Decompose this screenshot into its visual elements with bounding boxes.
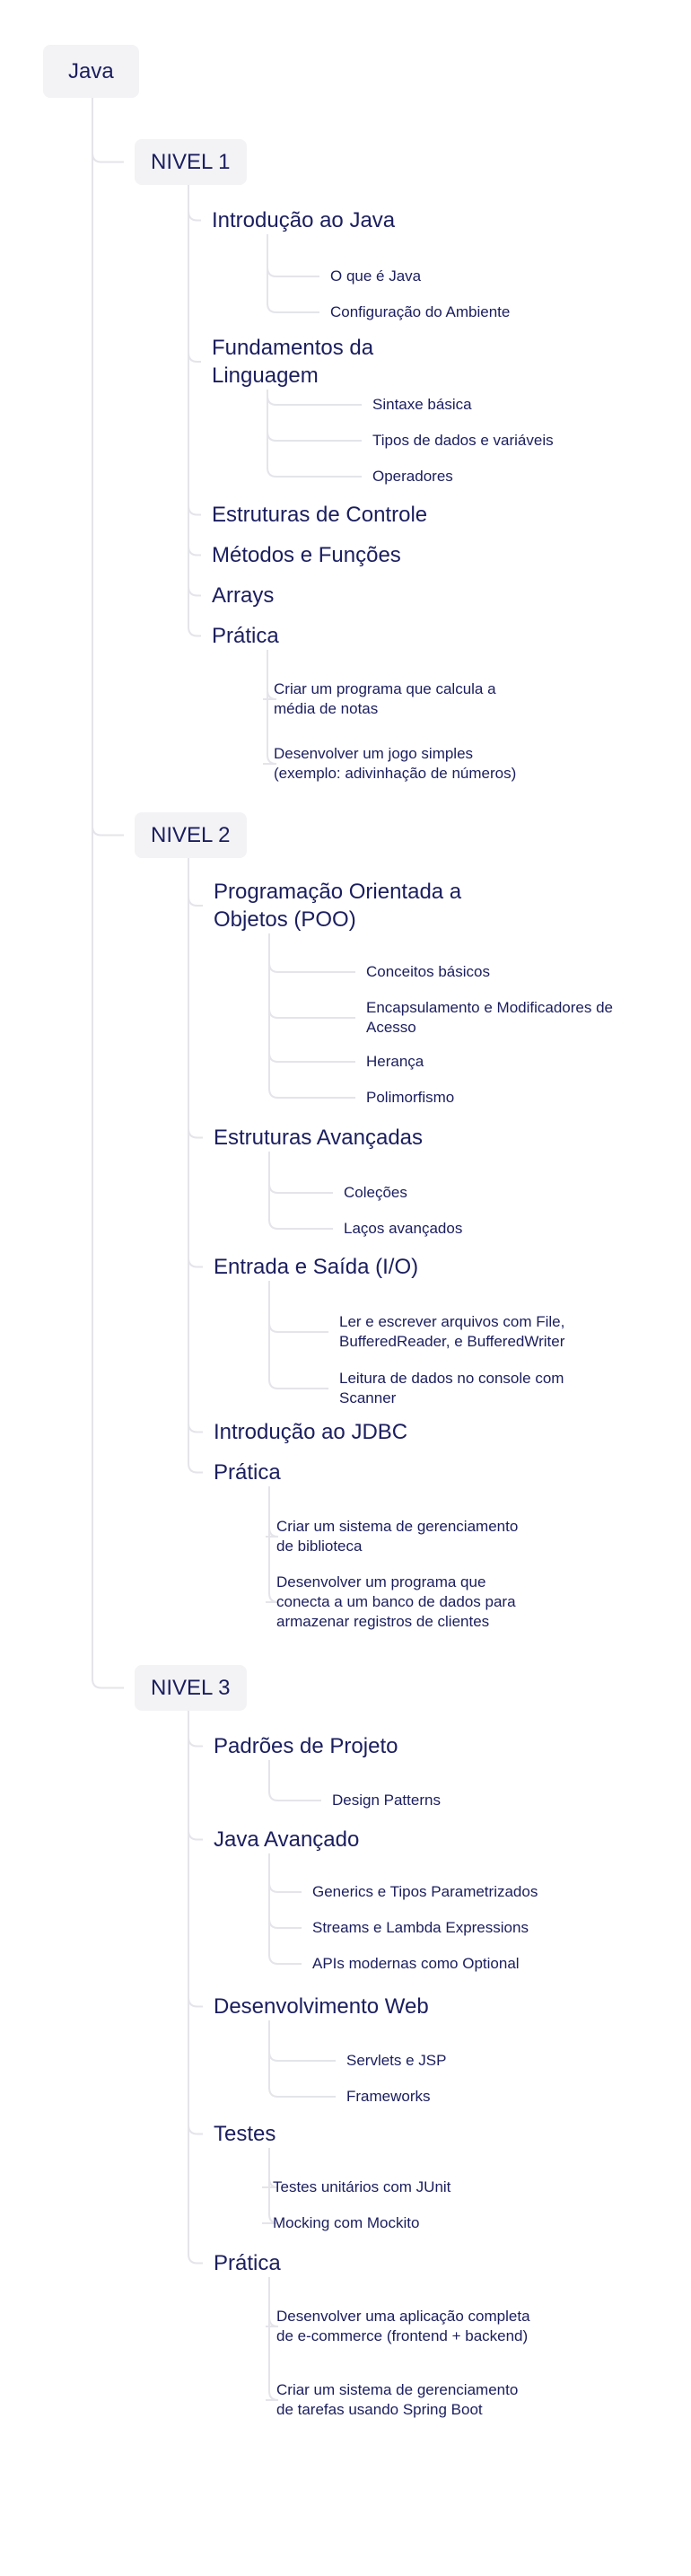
item-node: Herança [366, 1053, 424, 1070]
item-node: Criar um sistema de gerenciamento de tar… [276, 2381, 519, 2419]
topic-node: Fundamentos da Linguagem [212, 336, 374, 389]
item-node: Laços avançados [344, 1220, 463, 1237]
topic-node: Estruturas de Controle [212, 503, 428, 527]
connector-line [262, 2148, 279, 2224]
item-node: O que é Java [330, 267, 422, 285]
level-node: NIVEL 3 [135, 1665, 247, 1712]
topic-node: Java Avançado [214, 1827, 360, 1852]
topic-node: Prática [214, 1460, 281, 1485]
item-node: Leitura de dados no console com Scanner [339, 1370, 564, 1407]
item-node: Design Patterns [332, 1792, 441, 1809]
item-node: Desenvolver um jogo simples (exemplo: ad… [274, 745, 517, 783]
item-node: Generics e Tipos Parametrizados [312, 1883, 538, 1900]
topic-node: Entrada e Saída (I/O) [214, 1255, 419, 1279]
item-node: Conceitos básicos [366, 963, 490, 980]
item-node: Ler e escrever arquivos com File, Buffer… [339, 1313, 565, 1351]
item-node: Desenvolver uma aplicação completa de e-… [276, 2308, 530, 2345]
item-node: Tipos de dados e variáveis [372, 432, 554, 449]
item-node: Testes unitários com JUnit [273, 2178, 451, 2195]
topic-node: Programação Orientada a Objetos (POO) [214, 880, 462, 933]
connector-line [92, 98, 124, 1689]
connector-line [267, 234, 319, 313]
connector-line [268, 933, 355, 1099]
level-node: NIVEL 1 [135, 139, 247, 186]
topic-node: Prática [212, 624, 279, 648]
item-node: Frameworks [346, 2088, 431, 2105]
item-node: APIs modernas como Optional [312, 1955, 520, 1972]
item-node: Sintaxe básica [372, 396, 472, 413]
connector-line [188, 858, 203, 1474]
item-node: Desenvolver um programa que conecta a um… [276, 1573, 516, 1631]
connector-line [266, 1486, 279, 1603]
item-node: Coleções [344, 1184, 407, 1201]
connector-line [263, 650, 277, 765]
connector-line [188, 185, 201, 637]
connector-line [268, 1853, 302, 1965]
connector-line [268, 1760, 321, 1801]
topic-node: Desenvolvimento Web [214, 1994, 429, 2019]
item-node: Servlets e JSP [346, 2052, 447, 2069]
item-node: Streams e Lambda Expressions [312, 1919, 529, 1936]
topic-node: Prática [214, 2251, 281, 2275]
connector-line [268, 1152, 333, 1230]
item-node: Operadores [372, 468, 453, 485]
connector-line [267, 390, 362, 478]
topic-node: Introdução ao JDBC [214, 1420, 408, 1444]
connector-line [266, 2277, 279, 2401]
item-node: Polimorfismo [366, 1089, 455, 1106]
root-node: Java [43, 45, 139, 99]
topic-node: Métodos e Funções [212, 543, 401, 567]
topic-node: Estruturas Avançadas [214, 1126, 424, 1150]
item-node: Criar um programa que calcula a média de… [274, 680, 496, 718]
connector-line [268, 2020, 336, 2098]
topic-node: Padrões de Projeto [214, 1734, 398, 1758]
level-node: NIVEL 2 [135, 812, 247, 859]
item-node: Encapsulamento e Modificadores de Acesso [366, 999, 613, 1037]
item-node: Criar um sistema de gerenciamento de bib… [276, 1518, 519, 1555]
connector-line [268, 1281, 328, 1389]
topic-node: Arrays [212, 583, 275, 608]
item-node: Configuração do Ambiente [330, 303, 511, 320]
item-node: Mocking com Mockito [273, 2214, 420, 2231]
topic-node: Testes [214, 2122, 276, 2146]
topic-node: Introdução ao Java [212, 208, 396, 232]
connector-line [188, 1711, 203, 2265]
